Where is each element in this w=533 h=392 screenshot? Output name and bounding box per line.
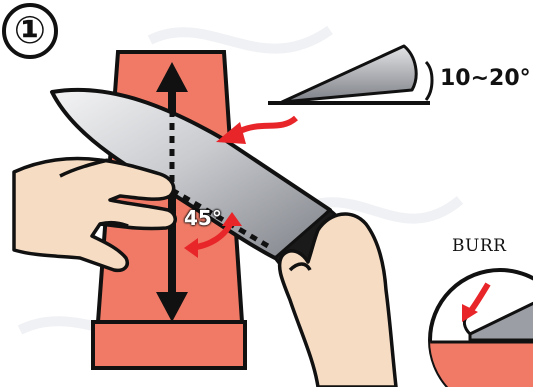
burr-label: BURR	[452, 236, 506, 256]
edge-angle-label: 10~20°	[440, 66, 531, 91]
holding-angle-label: 45°	[184, 206, 222, 230]
step-number-badge: ①	[2, 3, 58, 59]
burr-detail-inset	[420, 270, 533, 387]
edge-angle-inset	[268, 46, 432, 103]
